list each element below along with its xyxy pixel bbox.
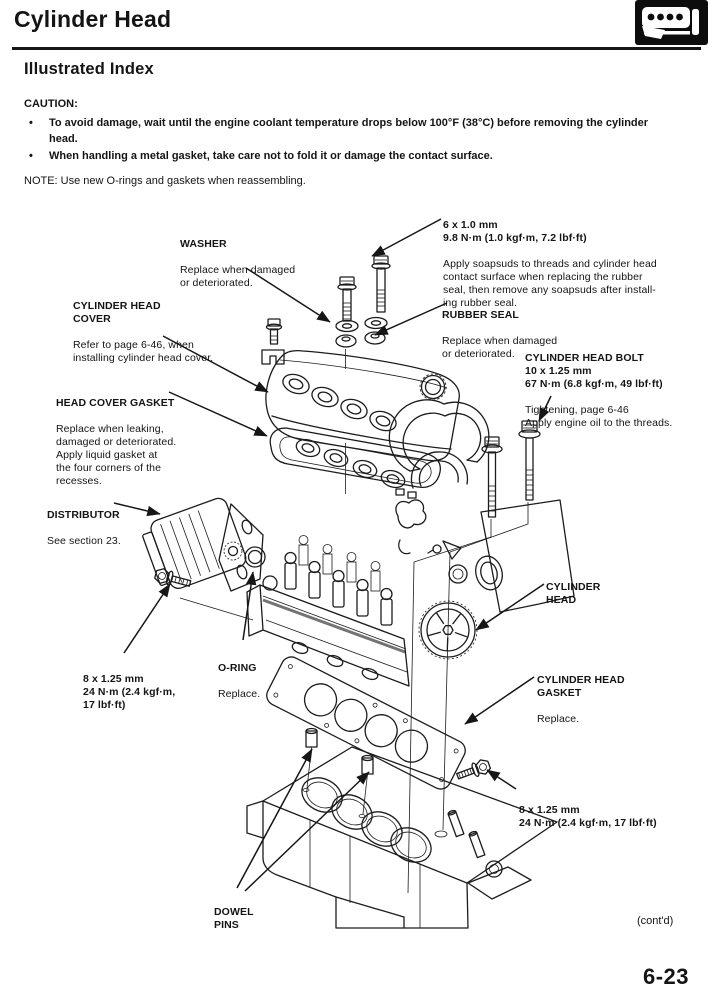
label-head-cover-gasket: HEAD COVER GASKET Replace when leaking, … <box>56 384 176 501</box>
label-title: WASHER <box>180 238 227 251</box>
contd-marker: (cont'd) <box>637 915 674 927</box>
label-bolt-8x125-right: 8 x 1.25 mm 24 N·m (2.4 kgf·m, 17 lbf·ft… <box>519 791 657 856</box>
label-title: CYLINDER HEAD COVER <box>73 300 161 326</box>
head-bolts-part <box>407 420 541 894</box>
label-rubber-seal: RUBBER SEAL Replace when damaged or dete… <box>442 296 557 374</box>
caution-item: • When handling a metal gasket, take car… <box>24 148 690 165</box>
engine-section-icon <box>635 0 708 45</box>
label-cylinder-head-bolt: CYLINDER HEAD BOLT 10 x 1.25 mm 67 N·m (… <box>525 339 672 443</box>
engine-icon-glyph <box>642 7 699 39</box>
cylinder-head-gasket-part <box>266 656 466 790</box>
caution-list: • To avoid damage, wait until the engine… <box>24 115 690 165</box>
header-rule <box>12 47 701 50</box>
label-body: Refer to page 6-46, when installing cyli… <box>73 339 214 365</box>
label-cylinder-head-cover: CYLINDER HEAD COVER Refer to page 6-46, … <box>73 287 213 378</box>
top-bolts-and-seals <box>261 255 391 494</box>
label-distributor: DISTRIBUTOR See section 23. <box>47 496 121 561</box>
label-title: CYLINDER HEAD BOLT 10 x 1.25 mm 67 N·m (… <box>525 352 663 391</box>
label-title: O-RING <box>218 662 257 675</box>
label-body: See section 23. <box>47 535 121 548</box>
page-title: Cylinder Head <box>14 6 172 32</box>
bullet-glyph: • <box>29 116 33 129</box>
distributor-part <box>142 497 264 621</box>
label-bolt-6x10: 6 x 1.0 mm 9.8 N·m (1.0 kgf·m, 7.2 lbf·f… <box>443 206 657 323</box>
caution-label: CAUTION: <box>24 98 78 110</box>
cylinder-head-part <box>246 499 575 687</box>
label-cylinder-head-gasket: CYLINDER HEAD GASKET Replace. <box>537 661 625 739</box>
bolt-8mm-right-part <box>456 759 492 780</box>
label-title: 6 x 1.0 mm 9.8 N·m (1.0 kgf·m, 7.2 lbf·f… <box>443 219 587 245</box>
label-dowel-pins: DOWEL PINS <box>214 893 254 958</box>
label-title: DOWEL PINS <box>214 906 254 932</box>
label-title: RUBBER SEAL <box>442 309 519 322</box>
bullet-glyph: • <box>29 149 33 162</box>
label-body: Replace when damaged or deteriorated. <box>180 264 296 290</box>
label-body: Replace. <box>218 688 261 701</box>
label-body: Tightening, page 6-46 Apply engine oil t… <box>525 404 673 430</box>
o-ring-part <box>244 546 266 568</box>
valve-cover <box>265 350 490 472</box>
label-bolt-8x125-left: 8 x 1.25 mm 24 N·m (2.4 kgf·m, 17 lbf·ft… <box>83 660 175 738</box>
head-cover-gasket-part <box>269 427 469 499</box>
label-body: Replace when leaking, damaged or deterio… <box>56 423 177 488</box>
label-title: CYLINDER HEAD GASKET <box>537 674 625 700</box>
engine-block-part <box>246 746 558 929</box>
label-title: 8 x 1.25 mm 24 N·m (2.4 kgf·m, 17 lbf·ft… <box>519 804 657 830</box>
caution-text: When handling a metal gasket, take care … <box>49 149 493 162</box>
label-body: Replace. <box>537 713 580 726</box>
label-title: DISTRIBUTOR <box>47 509 120 522</box>
note-text: NOTE: Use new O-rings and gaskets when r… <box>24 175 306 187</box>
label-washer: WASHER Replace when damaged or deteriora… <box>180 225 295 303</box>
label-title: HEAD COVER GASKET <box>56 397 175 410</box>
label-body: Apply soapsuds to threads and cylinder h… <box>443 258 657 310</box>
label-cylinder-head: CYLINDER HEAD <box>546 568 600 633</box>
label-title: CYLINDER HEAD <box>546 581 601 607</box>
caution-item: • To avoid damage, wait until the engine… <box>24 115 690 148</box>
label-o-ring: O-RING Replace. <box>218 649 260 714</box>
caution-block: CAUTION: • To avoid damage, wait until t… <box>24 96 690 164</box>
section-heading: Illustrated Index <box>24 60 154 78</box>
page-number: 6-23 <box>643 964 690 989</box>
leader-arrows <box>113 218 552 892</box>
label-body: Replace when damaged or deteriorated. <box>442 335 558 361</box>
label-title: 8 x 1.25 mm 24 N·m (2.4 kgf·m, 17 lbf·ft… <box>83 673 176 712</box>
caution-text: To avoid damage, wait until the engine c… <box>49 116 649 146</box>
